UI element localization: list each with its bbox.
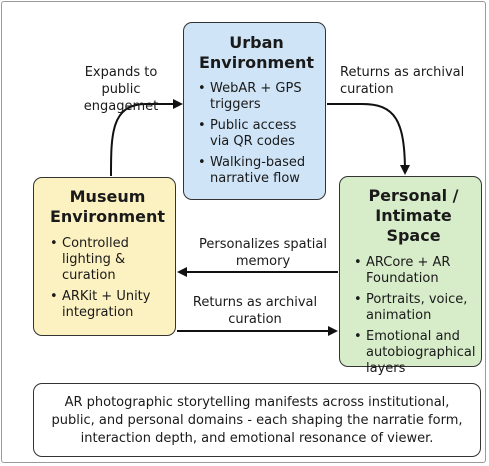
museum-title: Museum Environment	[49, 187, 166, 226]
personal-list: ARCore + AR Foundation Portraits, voice,…	[352, 255, 475, 377]
museum-list: Controlled lighting & curation ARKit + U…	[48, 236, 167, 321]
label-urban-to-personal: Returns as archival curation	[340, 65, 465, 97]
arrow-museum-to-urban	[110, 99, 183, 177]
personal-item: Emotional and autobiographical layers	[352, 329, 475, 377]
label-personal-to-museum: Personalizes spatial memory	[199, 237, 327, 269]
museum-item: Controlled lighting & curation	[48, 236, 167, 284]
museum-item: ARKit + Unity integration	[48, 289, 167, 321]
summary-box: AR photographic storytelling manifests a…	[33, 383, 481, 457]
label-museum-to-urban: Expands to public engagemet	[83, 65, 159, 114]
urban-item: WebAR + GPS triggers	[196, 81, 317, 113]
urban-list: WebAR + GPS triggers Public access via Q…	[196, 81, 317, 187]
personal-item: ARCore + AR Foundation	[352, 255, 475, 287]
urban-item: Public access via QR codes	[196, 118, 317, 150]
personal-space-box: Personal / Intimate Space ARCore + AR Fo…	[339, 176, 482, 376]
urban-item: Walking-based narrative flow	[196, 155, 317, 187]
urban-environment-box: Urban Environment WebAR + GPS triggers P…	[183, 22, 326, 200]
urban-title: Urban Environment	[198, 33, 315, 72]
arrow-urban-to-personal	[327, 103, 410, 175]
personal-title: Personal / Intimate Space	[368, 186, 459, 245]
label-museum-to-personal: Returns as archival curation	[192, 295, 318, 327]
personal-item: Portraits, voice, animation	[352, 292, 475, 324]
museum-environment-box: Museum Environment Controlled lighting &…	[33, 177, 176, 336]
